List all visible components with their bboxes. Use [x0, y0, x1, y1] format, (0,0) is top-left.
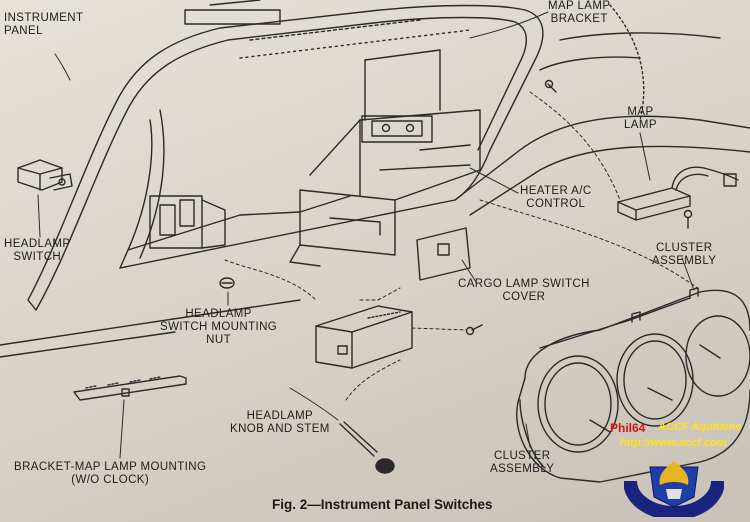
label-line: BRACKET	[550, 13, 608, 25]
label-line: (W/O CLOCK)	[71, 474, 150, 486]
leader-lines	[37, 11, 701, 459]
label-line: HEADLAMP	[4, 238, 71, 250]
label-map-lamp: MAP LAMP	[624, 106, 657, 132]
screws-drawing	[465, 79, 693, 336]
label-line: ASSEMBLY	[490, 463, 555, 475]
label-line: NUT	[206, 334, 231, 346]
label-line: HEADLAMP	[246, 410, 314, 422]
label-line: SWITCH MOUNTING	[160, 321, 278, 333]
label-line: LAMP	[624, 119, 657, 131]
bracket-mounting-drawing	[73, 375, 187, 401]
figure-caption: Fig. 2—Instrument Panel Switches	[272, 497, 493, 512]
label-headlamp-knob-and-stem: HEADLAMP KNOB AND STEM	[230, 410, 330, 436]
label-line: PANEL	[4, 25, 43, 37]
label-line: HEATER A/C	[520, 185, 592, 197]
label-line: CARGO LAMP SWITCH	[458, 278, 590, 290]
label-cargo-lamp-switch-cover: CARGO LAMP SWITCH COVER	[458, 278, 590, 304]
label-map-lamp-bracket: MAP LAMP BRACKET	[548, 0, 610, 26]
label-bracket-map-lamp-mounting: BRACKET-MAP LAMP MOUNTING (W/O CLOCK)	[14, 461, 206, 487]
label-headlamp-switch-mounting-nut: HEADLAMP SWITCH MOUNTING NUT	[160, 308, 277, 347]
watermark: Phil64 ACCF Aquitaine http://www.accf.co…	[604, 421, 746, 519]
label-headlamp-switch: HEADLAMP SWITCH	[4, 238, 70, 264]
instrument-panel-drawing	[0, 0, 544, 358]
map-lamp-drawing	[617, 166, 739, 221]
cargo-lamp-cover-drawing	[416, 227, 471, 281]
label-line: CLUSTER	[655, 242, 713, 254]
dash-right-contour	[454, 4, 750, 216]
label-line: MAP LAMP	[548, 0, 611, 12]
watermark-club: ACCF Aquitaine	[658, 421, 742, 433]
label-line: MAP	[627, 106, 654, 118]
headlamp-switch-drawing	[17, 159, 73, 191]
label-line: SWITCH	[13, 251, 62, 263]
watermark-url: http://www.accf.com	[620, 437, 727, 449]
switch-module-drawing	[315, 305, 413, 369]
club-seal-icon	[624, 461, 724, 517]
cluster-assembly-drawing	[516, 287, 750, 483]
label-cluster-assembly-top: CLUSTER ASSEMBLY	[652, 242, 716, 268]
label-line: CONTROL	[526, 198, 586, 210]
label-heater-ac-control: HEATER A/C CONTROL	[520, 185, 592, 211]
label-line: INSTRUMENT	[4, 12, 84, 24]
watermark-author: Phil64	[610, 421, 646, 435]
label-instrument-panel: INSTRUMENT PANEL	[4, 12, 83, 38]
mounting-nut-drawing	[219, 277, 235, 289]
label-line: COVER	[502, 291, 546, 303]
center-stack-drawing	[289, 49, 481, 267]
panel-switch-area-drawing	[149, 195, 226, 249]
label-cluster-assembly-bottom: CLUSTER ASSEMBLY	[490, 450, 554, 476]
knob-stem-drawing	[339, 421, 395, 474]
label-line: KNOB AND STEM	[230, 423, 330, 435]
label-line: CLUSTER	[493, 450, 551, 462]
label-line: BRACKET-MAP LAMP MOUNTING	[14, 461, 207, 473]
label-line: HEADLAMP	[185, 308, 252, 320]
label-line: ASSEMBLY	[652, 255, 717, 267]
